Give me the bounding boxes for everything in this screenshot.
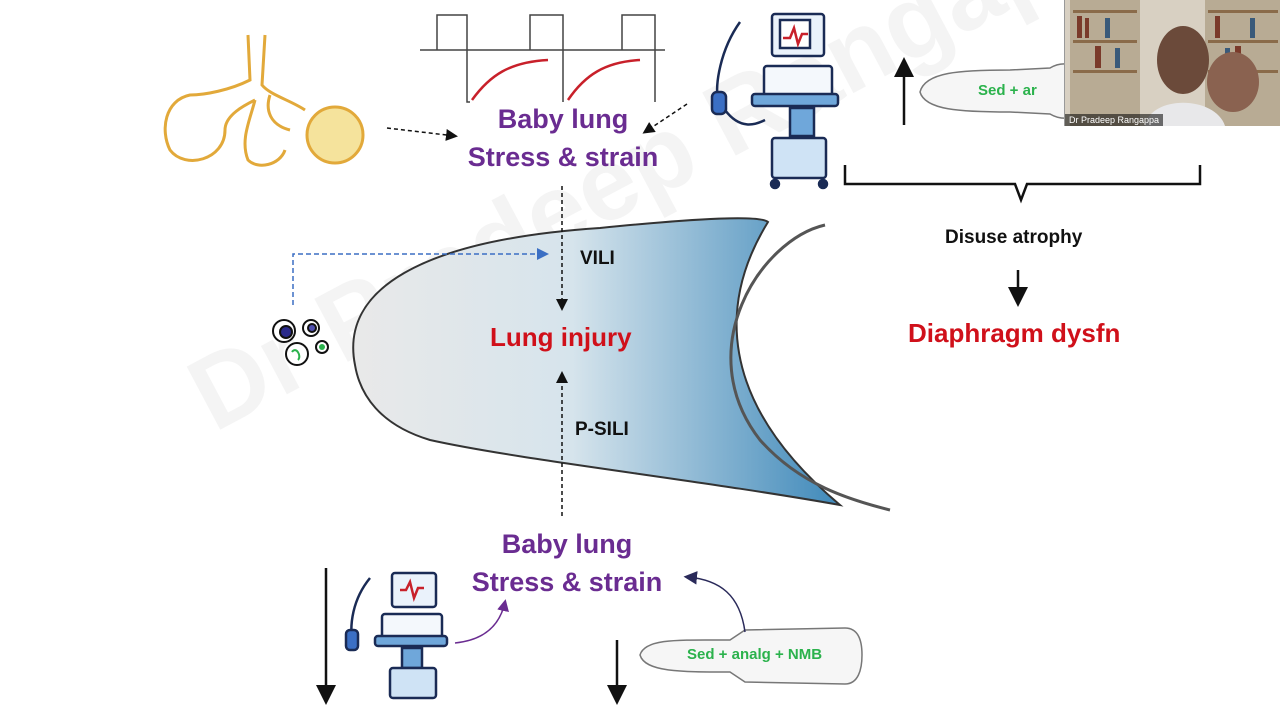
syringe-top-label: Sed + ar (978, 82, 1037, 99)
pressure-waveform-icon (420, 14, 665, 103)
top-label-line1: Baby lung (497, 104, 629, 134)
ventilator-icon-top (710, 12, 840, 190)
airway-icon (163, 34, 365, 167)
syringe-icon-bottom (639, 627, 863, 685)
webcam-scene (1065, 0, 1280, 126)
lung-injury-label: Lung injury (490, 322, 632, 352)
diaphragm-dysfn-label: Diaphragm dysfn (908, 318, 1121, 348)
vili-label: VILI (580, 248, 615, 269)
bottom-label-line2: Stress & strain (471, 567, 663, 597)
arrows (292, 57, 1028, 705)
inflammatory-cells-icon (272, 319, 329, 366)
bottom-label-line1: Baby lung (501, 529, 633, 559)
syringe-bottom-label: Sed + analg + NMB (687, 646, 823, 663)
webcam-name-tag: Dr Pradeep Rangappa (1065, 114, 1164, 126)
psili-label: P-SILI (575, 419, 629, 440)
webcam-overlay: Dr Pradeep Rangappa (1064, 0, 1280, 126)
ventilator-icon-bottom (344, 571, 449, 700)
brace (843, 165, 1202, 204)
lung-shape (352, 217, 891, 512)
disuse-atrophy-label: Disuse atrophy (945, 227, 1083, 248)
top-label-line2: Stress & strain (467, 142, 659, 172)
bottom-baby-lung-label: Baby lung Stress & strain (452, 525, 682, 601)
top-baby-lung-label: Baby lung Stress & strain (448, 100, 678, 176)
